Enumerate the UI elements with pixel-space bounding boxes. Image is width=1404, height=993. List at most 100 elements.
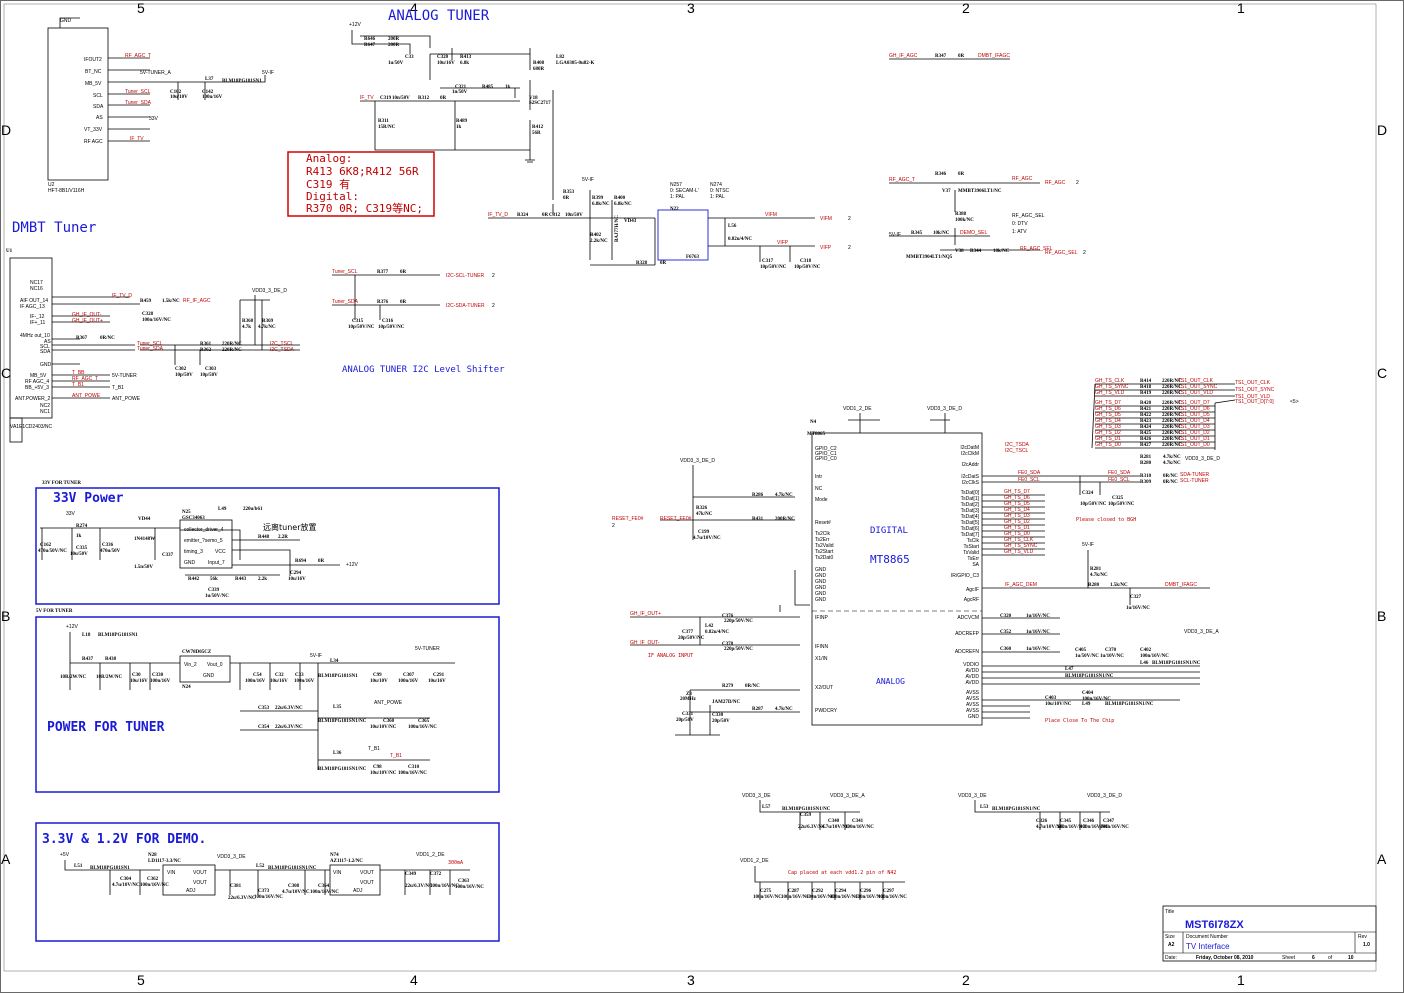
svg-text:C302: C302 (175, 367, 187, 372)
mt8865-right-pin-label: SA (972, 562, 979, 568)
svg-text:R419: R419 (1140, 391, 1152, 396)
svg-text:R412: R412 (532, 125, 544, 130)
svg-text:4.7u/10V/NC: 4.7u/10V/NC (112, 883, 140, 888)
svg-text:2: 2 (848, 245, 851, 251)
svg-text:C292: C292 (812, 889, 824, 894)
mt8865-left-pin-label: X2/OUT (815, 685, 833, 691)
svg-text:TS1_OUT_D2: TS1_OUT_D2 (1178, 430, 1210, 436)
svg-text:BLM18PG181SN1/NC: BLM18PG181SN1/NC (268, 866, 317, 871)
svg-text:Vin_2: Vin_2 (184, 662, 197, 668)
zone-label-bottom: 4 (410, 972, 418, 988)
svg-text:0R: 0R (958, 54, 965, 59)
svg-text:4.7k/NC: 4.7k/NC (775, 493, 793, 498)
svg-text:5V-TUNER: 5V-TUNER (112, 373, 137, 379)
svg-text:2: 2 (492, 273, 495, 279)
svg-text:47k/NC: 47k/NC (696, 512, 713, 517)
svg-text:ADJ: ADJ (353, 888, 363, 894)
mt8865-left-pin-label: GND (815, 579, 827, 585)
svg-text:GH_TS_D7: GH_TS_D7 (1004, 489, 1030, 495)
svg-text:4.7u/10V/NC: 4.7u/10V/NC (693, 536, 721, 541)
power-demo-title: 3.3V & 1.2V FOR DEMO. (42, 832, 206, 847)
svg-text:RF_AGC_T: RF_AGC_T (125, 53, 151, 59)
svg-text:BLM18PG181SN1: BLM18PG181SN1 (222, 79, 262, 84)
svg-text:A2: A2 (1168, 942, 1175, 948)
svg-text:C377: C377 (682, 630, 694, 635)
svg-text:R312: R312 (418, 96, 430, 101)
svg-text:I2C_TSDA: I2C_TSDA (1005, 442, 1030, 448)
svg-text:Tuner_SDA: Tuner_SDA (137, 346, 164, 352)
svg-text:R281: R281 (1090, 567, 1102, 572)
svg-text:R369: R369 (262, 319, 274, 324)
svg-text:C102: C102 (170, 90, 182, 95)
svg-text:20MHz: 20MHz (680, 697, 697, 702)
svg-text:C320: C320 (1000, 614, 1012, 619)
mt8865-right-pins: I2cDatMI2cClkMI2cAddrI2cDatSI2cClkSTsDat… (951, 445, 980, 720)
note-frame (287, 151, 435, 217)
svg-text:C346: C346 (1083, 819, 1095, 824)
svg-text:Tuner_SDA: Tuner_SDA (332, 299, 359, 305)
svg-text:+5V: +5V (60, 852, 70, 858)
svg-text:100n/16V/NC: 100n/16V/NC (408, 725, 437, 730)
svg-text:ADJ: ADJ (186, 888, 196, 894)
svg-text:T_B1: T_B1 (112, 385, 124, 391)
mt8865-name-label: MT8865 (870, 553, 910, 566)
svg-text:Input_7: Input_7 (208, 560, 225, 566)
svg-text:BLM18PG181SN1/NC: BLM18PG181SN1/NC (1065, 674, 1114, 679)
svg-text:GH_TS_D3: GH_TS_D3 (1095, 424, 1121, 430)
svg-text:10u/16V: 10u/16V (437, 61, 455, 66)
svg-text:DEMO_SEL: DEMO_SEL (960, 230, 987, 236)
svg-text:10u/10V: 10u/10V (170, 95, 188, 100)
svg-text:N22: N22 (670, 207, 679, 212)
svg-text:R361: R361 (200, 342, 212, 347)
svg-text:BLM18PG181SN1: BLM18PG181SN1 (98, 633, 138, 638)
mt8865-left-pin-label: Reset# (815, 520, 831, 526)
svg-text:C330: C330 (152, 673, 164, 678)
svg-text:BLM18PG181SN1/NC: BLM18PG181SN1/NC (1105, 702, 1154, 707)
svg-text:R324: R324 (517, 213, 529, 218)
svg-text:GH_TS_VLD: GH_TS_VLD (1004, 549, 1034, 555)
svg-text:100n/16V/NC: 100n/16V/NC (1082, 697, 1111, 702)
svg-text:100n/16V: 100n/16V (202, 95, 223, 100)
svg-text:C304: C304 (120, 877, 132, 882)
mt8865-left-pin-label: Ts2Err (815, 537, 830, 543)
svg-text:SDA: SDA (40, 349, 51, 355)
svg-text:GH_TS_D2: GH_TS_D2 (1095, 430, 1121, 436)
svg-text:C327: C327 (1130, 595, 1142, 600)
svg-text:NC16: NC16 (30, 286, 43, 292)
svg-text:R426: R426 (1140, 437, 1152, 442)
svg-text:U1: U1 (6, 249, 13, 254)
mt8865-right-pin-label: TsDat[3] (961, 508, 980, 514)
zone-label-right: A (1377, 851, 1387, 867)
svg-text:N274: N274 (710, 182, 722, 188)
mt8865-right-pin-label: AgcIF (966, 587, 979, 593)
svg-text:C352: C352 (1000, 630, 1012, 635)
svg-text:RF_AGC: RF_AGC (1045, 180, 1066, 186)
svg-text:GH_TS_D5: GH_TS_D5 (1095, 412, 1121, 418)
svg-text:C296: C296 (860, 889, 872, 894)
svg-text:100n/16V: 100n/16V (150, 679, 171, 684)
svg-text:R280: R280 (1088, 583, 1100, 588)
svg-text:R310: R310 (1140, 474, 1152, 479)
svg-text:R287: R287 (752, 707, 764, 712)
svg-text:AS: AS (96, 115, 103, 121)
svg-text:R400: R400 (614, 196, 626, 201)
svg-text:F6763: F6763 (686, 255, 700, 260)
svg-text:220R/NC: 220R/NC (1162, 401, 1182, 406)
svg-text:2.2R: 2.2R (278, 535, 288, 540)
svg-text:4.7k/NC: 4.7k/NC (775, 707, 793, 712)
svg-text:R437: R437 (82, 657, 94, 662)
svg-text:TS1_OUT_D1: TS1_OUT_D1 (1178, 436, 1210, 442)
svg-text:N25: N25 (182, 510, 191, 515)
svg-text:GH_TS_D4: GH_TS_D4 (1095, 418, 1121, 424)
zone-label-top: 3 (687, 0, 695, 16)
svg-text:R309: R309 (1140, 480, 1152, 485)
mt8865-right-pin-label: TsStart (963, 544, 979, 550)
mt8865-right-pin-label: TsValid (963, 550, 979, 556)
svg-text:10u/10V/NC: 10u/10V/NC (370, 725, 397, 730)
svg-text:100n/16V/NC: 100n/16V/NC (878, 895, 907, 900)
svg-text:C373: C373 (258, 889, 270, 894)
svg-text:1u/16V/NC: 1u/16V/NC (1026, 630, 1050, 635)
svg-text:L35: L35 (333, 705, 342, 710)
